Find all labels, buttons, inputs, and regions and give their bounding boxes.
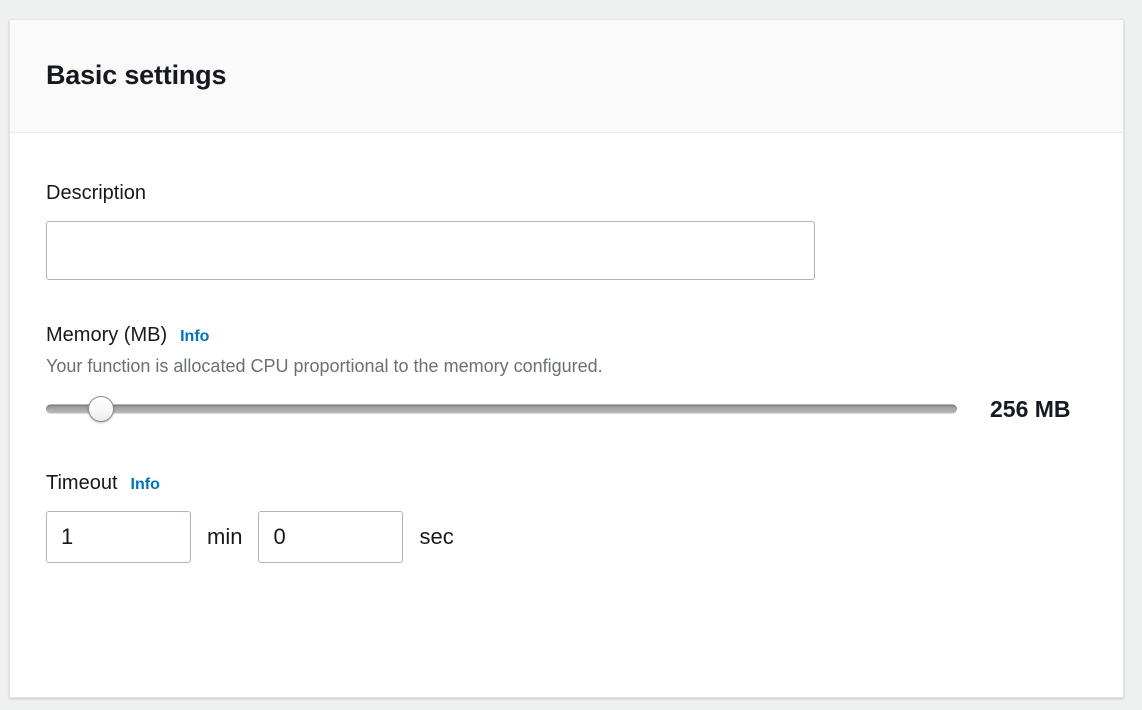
card-header: Basic settings [10,20,1123,133]
description-label-row: Description [46,181,1087,205]
timeout-seconds-unit-label: sec [419,524,454,550]
memory-slider-row: 256 MB [46,392,1087,426]
page-title: Basic settings [46,60,227,91]
timeout-field-group: Timeout Info min sec [46,471,1087,564]
card-body: Description Memory (MB) Info Your functi… [10,133,1123,599]
timeout-seconds-input[interactable] [258,511,404,564]
memory-value-label: 256 MB [990,395,1071,422]
timeout-info-link[interactable]: Info [130,476,160,494]
timeout-label: Timeout [46,472,118,495]
basic-settings-card: Basic settings Description Memory (MB) I… [9,19,1124,698]
description-input[interactable] [46,221,815,280]
timeout-minutes-input[interactable] [46,511,191,564]
memory-description: Your function is allocated CPU proportio… [46,356,603,376]
memory-slider-track[interactable] [46,404,957,414]
timeout-inputs-row: min sec [46,511,1087,564]
memory-info-link[interactable]: Info [180,328,210,345]
description-field-group: Description [46,181,1087,280]
timeout-label-row: Timeout Info [46,471,1087,495]
memory-slider[interactable] [46,392,957,426]
description-label: Description [46,182,147,204]
memory-field-group: Memory (MB) Info Your function is alloca… [46,323,1087,426]
timeout-minutes-unit-label: min [207,524,243,550]
memory-label: Memory (MB) [46,324,168,346]
memory-label-row: Memory (MB) Info [46,323,1087,347]
memory-slider-thumb[interactable] [87,396,114,423]
